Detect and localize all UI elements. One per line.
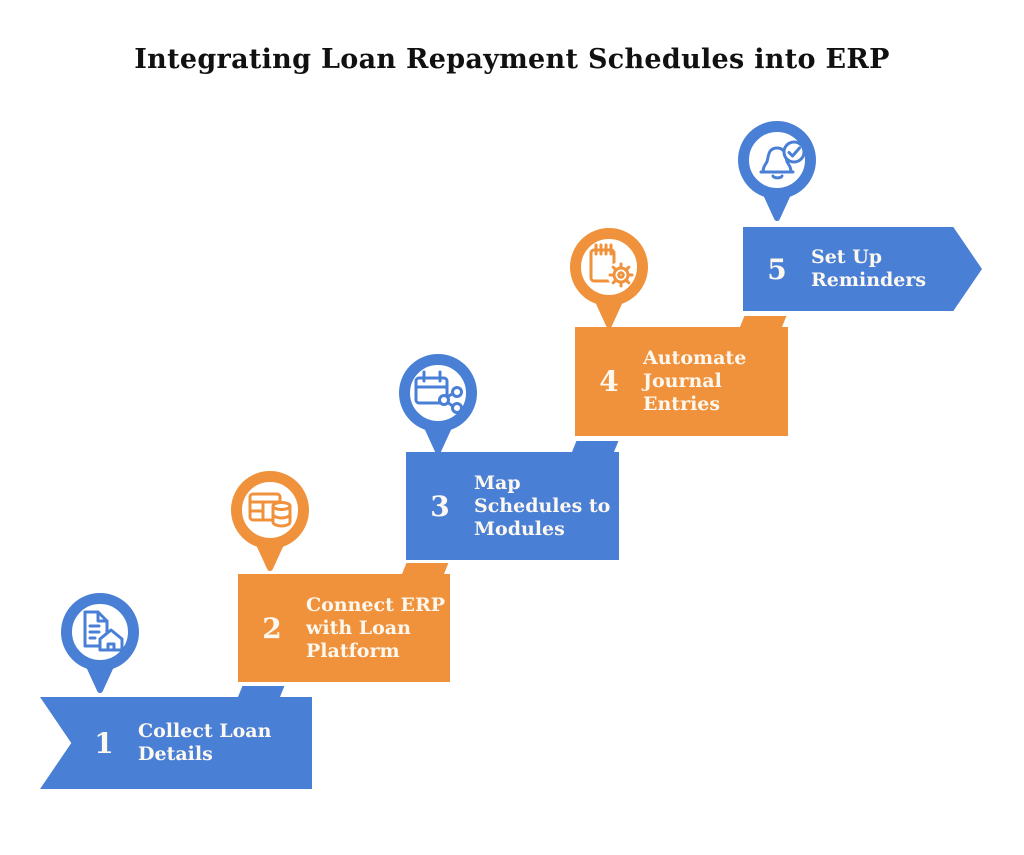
step-4-box: 4 Automate Journal Entries (575, 327, 788, 436)
step-5-box: 5 Set Up Reminders (743, 227, 982, 311)
table-database-icon (231, 471, 309, 571)
step-label-line: Reminders (811, 269, 927, 291)
step-label-line: Map (474, 471, 521, 494)
step-label-line: Journal (643, 370, 722, 392)
step-label-line: Connect ERP (306, 593, 446, 616)
step-label-line: Set Up (811, 246, 883, 268)
step-number: 1 (94, 726, 114, 760)
step-number: 3 (430, 489, 450, 523)
document-house-icon (61, 593, 139, 693)
fold-flap (237, 686, 285, 698)
step-label-line: Modules (474, 517, 565, 540)
step-1-box: 1 Collect Loan Details (40, 697, 312, 789)
step-number: 4 (599, 365, 619, 398)
page-title: Integrating Loan Repayment Schedules int… (134, 44, 890, 75)
step-label-line: Schedules to (474, 494, 611, 517)
step-label: Map Schedules to Modules (474, 472, 610, 541)
calendar-share-icon (399, 354, 477, 454)
step-label-line: Platform (306, 639, 400, 662)
step-label: Connect ERP with Loan Platform (306, 594, 445, 663)
step-label: Automate Journal Entries (643, 347, 746, 416)
step-label: Set Up Reminders (811, 246, 926, 292)
step-label-line: with Loan (306, 616, 411, 639)
bell-check-icon (738, 121, 816, 221)
step-label-line: Automate (643, 347, 747, 369)
step-3-box: 3 Map Schedules to Modules (406, 452, 619, 560)
notepad-gear-icon (570, 228, 648, 328)
step-number: 2 (262, 611, 282, 645)
step-2-box: 2 Connect ERP with Loan Platform (238, 574, 450, 682)
step-number: 5 (767, 252, 787, 286)
step-label-line: Collect Loan (138, 720, 272, 742)
step-label-line: Details (138, 743, 213, 765)
step-label-line: Entries (643, 393, 721, 415)
step-label: Collect Loan Details (138, 720, 271, 766)
